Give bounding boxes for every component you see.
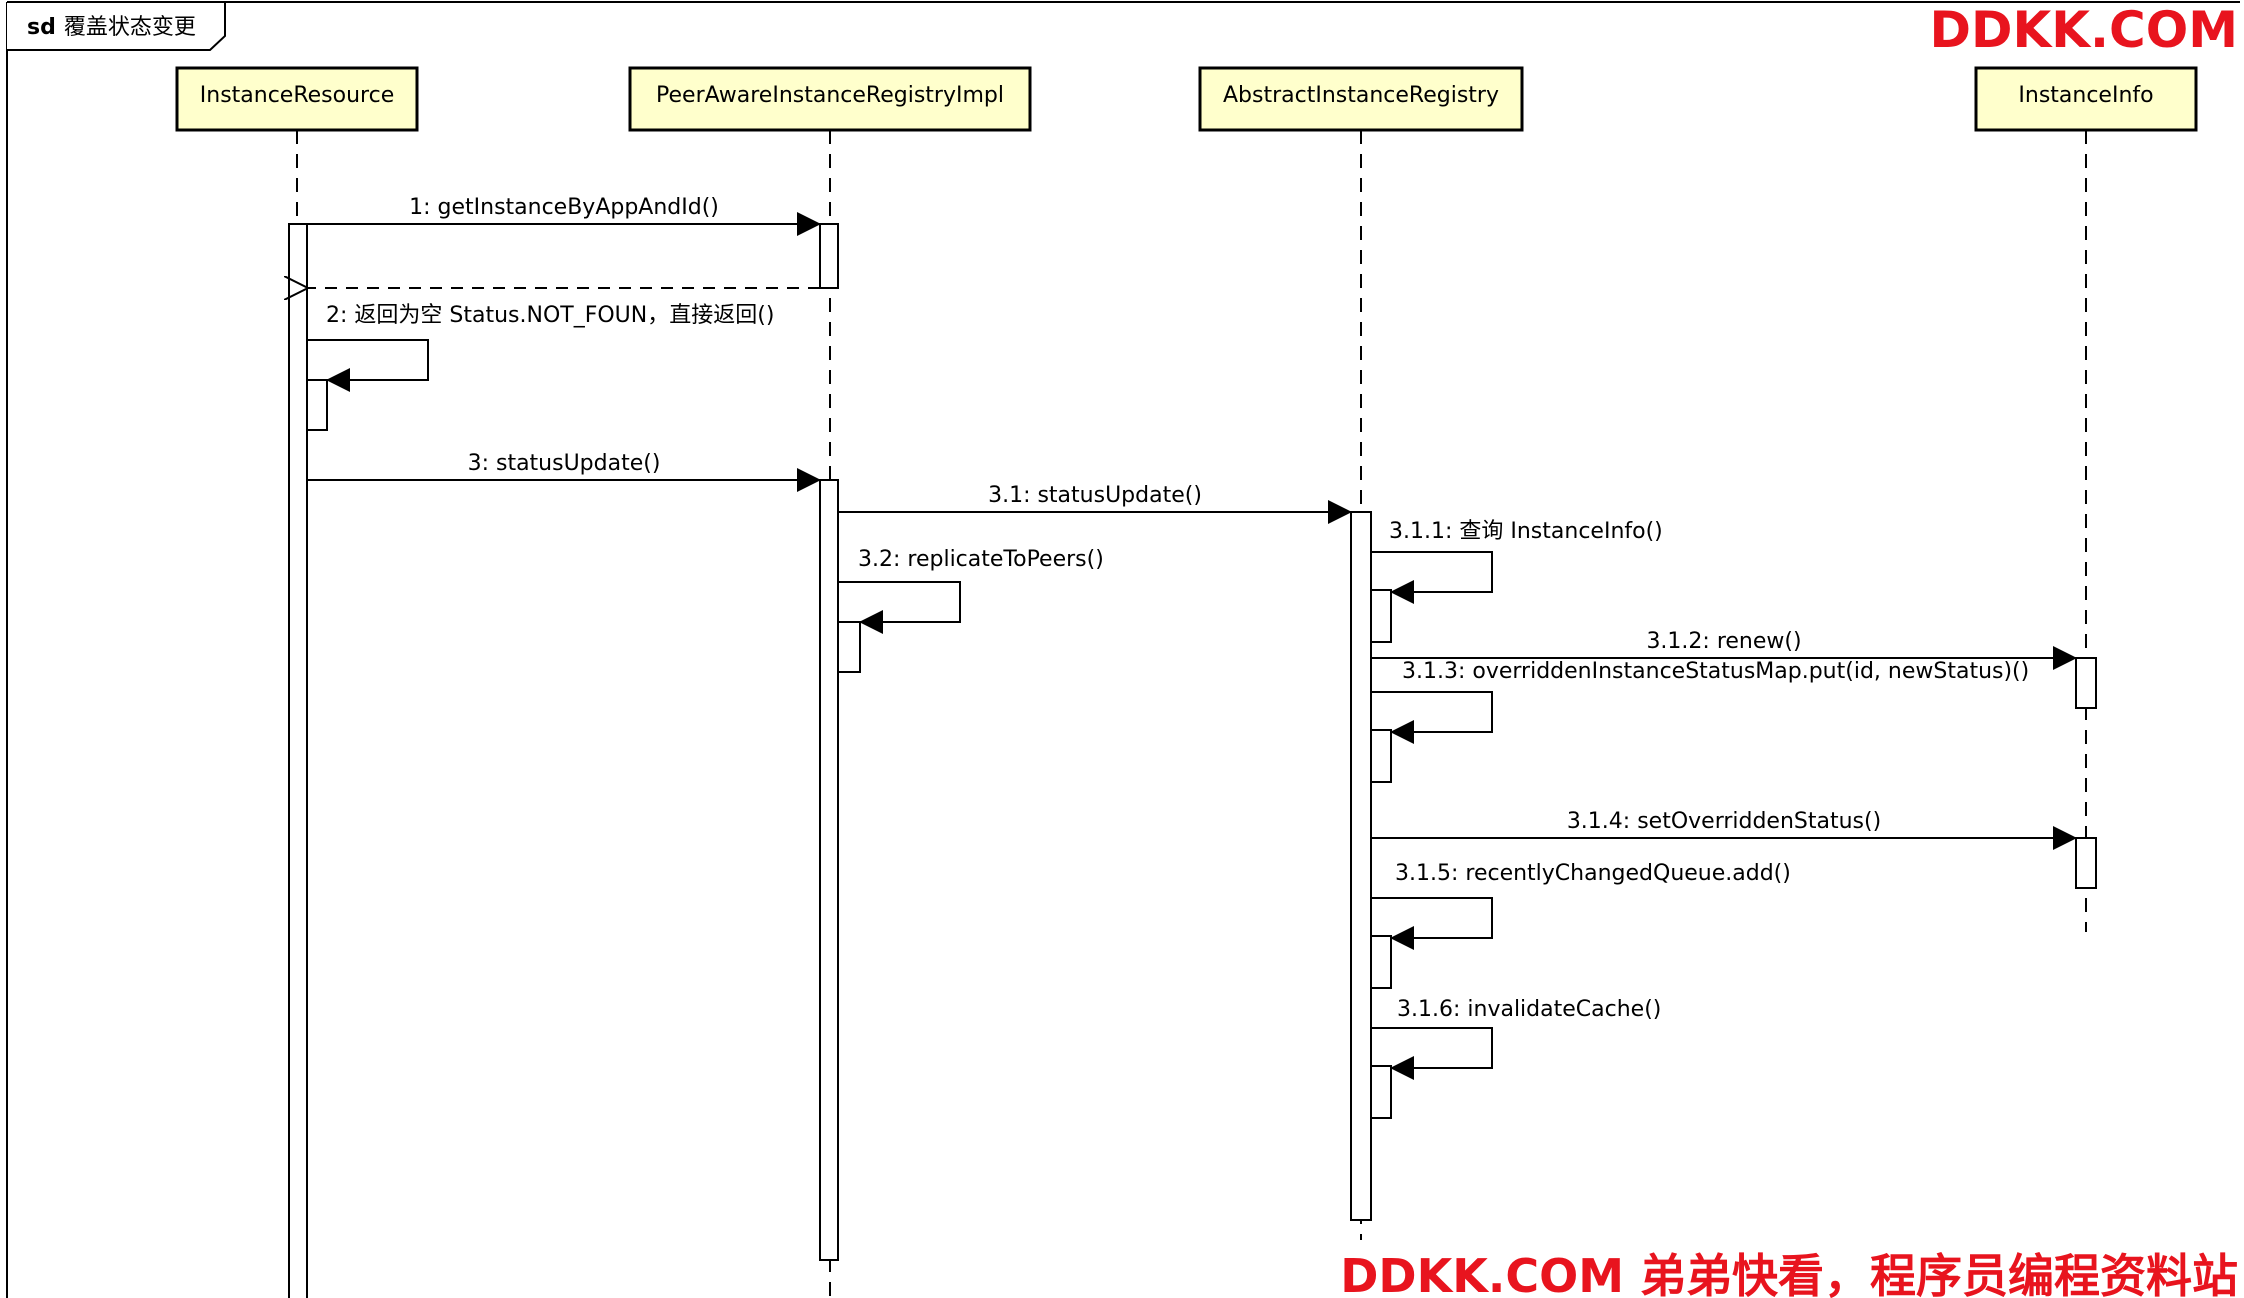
message-label: 2: 返回为空 Status.NOT_FOUN，直接返回() [326,303,774,328]
participant-box [1974,66,2198,132]
message-3-1-1: 3.1.1: 查询 InstanceInfo() [1371,519,1663,604]
participant-head-instance-resource: InstanceResource [175,66,419,132]
message-3-1-4: 3.1.4: setOverriddenStatus() [1371,809,2077,850]
message-label: 1: getInstanceByAppAndId() [409,195,719,220]
message-label: 3.1.4: setOverriddenStatus() [1567,809,1881,834]
participant-box [175,66,419,132]
message-3-1-6: 3.1.6: invalidateCache() [1371,997,1661,1080]
activation-abstract-registry [1350,511,1372,1221]
watermark-bottom: DDKK.COM 弟弟快看，程序员编程资料站 [1340,1249,2238,1298]
self-message-arrow [1371,1027,1493,1080]
message-3-2: 3.2: replicateToPeers() [838,547,1104,634]
message-3: 3: statusUpdate() [307,451,821,492]
participant-box [1198,66,1524,132]
activation-instance-info-set-status [2075,837,2097,889]
message-label: 3.1.5: recentlyChangedQueue.add() [1395,861,1791,886]
participant-name: InstanceResource [200,83,394,108]
activation-self-call-3-2 [837,621,861,673]
self-message-arrow [1371,897,1493,950]
self-message-arrow [838,581,961,634]
activation-self-call-3-1-6 [1370,1065,1392,1119]
frame-title: 覆盖状态变更 [64,15,196,40]
activation-peer-aware-call-3 [819,479,839,1261]
self-message-arrow [307,339,429,392]
message-label: 3.1: statusUpdate() [988,483,1202,508]
message-label: 3.1.3: overriddenInstanceStatusMap.put(i… [1402,659,2029,684]
self-message-arrow [1371,691,1493,744]
message-label: 3.1.2: renew() [1646,629,1801,654]
message-3-1-3: 3.1.3: overriddenInstanceStatusMap.put(i… [1371,659,2029,744]
message-2: 2: 返回为空 Status.NOT_FOUN，直接返回() [307,288,820,392]
message-label: 3.1.1: 查询 InstanceInfo() [1389,519,1663,544]
participant-box [628,66,1032,132]
participant-head-peer-aware-registry: PeerAwareInstanceRegistryImpl [628,66,1032,132]
participant-name: PeerAwareInstanceRegistryImpl [656,83,1004,108]
activation-peer-aware-call-1 [819,223,839,289]
message-3-1-5: 3.1.5: recentlyChangedQueue.add() [1371,861,1791,950]
participant-name: InstanceInfo [2018,83,2153,108]
participant-head-abstract-registry: AbstractInstanceRegistry [1198,66,1524,132]
message-label: 3.1.6: invalidateCache() [1397,997,1661,1022]
frame-label: sd 覆盖状态变更 [27,15,196,40]
activation-instance-info-renew [2075,657,2097,709]
self-message-arrow [1371,551,1493,604]
message-1: 1: getInstanceByAppAndId() [307,195,821,236]
frame: sd 覆盖状态变更 [6,1,2240,1298]
message-3-1-2: 3.1.2: renew() [1371,629,2077,670]
activation-self-call-3-1-5 [1370,935,1392,989]
participant-head-instance-info: InstanceInfo [1974,66,2198,132]
watermark-top: DDKK.COM [1930,1,2238,59]
activation-self-call-2 [306,379,328,431]
activation-instance-resource [288,223,308,1298]
activations [288,223,2097,1298]
activation-self-call-3-1-1 [1370,589,1392,643]
frame-keyword: sd [27,15,56,40]
message-3-1: 3.1: statusUpdate() [838,483,1352,524]
message-label: 3: statusUpdate() [468,451,661,476]
participant-name: AbstractInstanceRegistry [1223,83,1499,108]
activation-self-call-3-1-3 [1370,729,1392,783]
message-label: 3.2: replicateToPeers() [858,547,1104,572]
frame-label-tab [7,1,226,51]
